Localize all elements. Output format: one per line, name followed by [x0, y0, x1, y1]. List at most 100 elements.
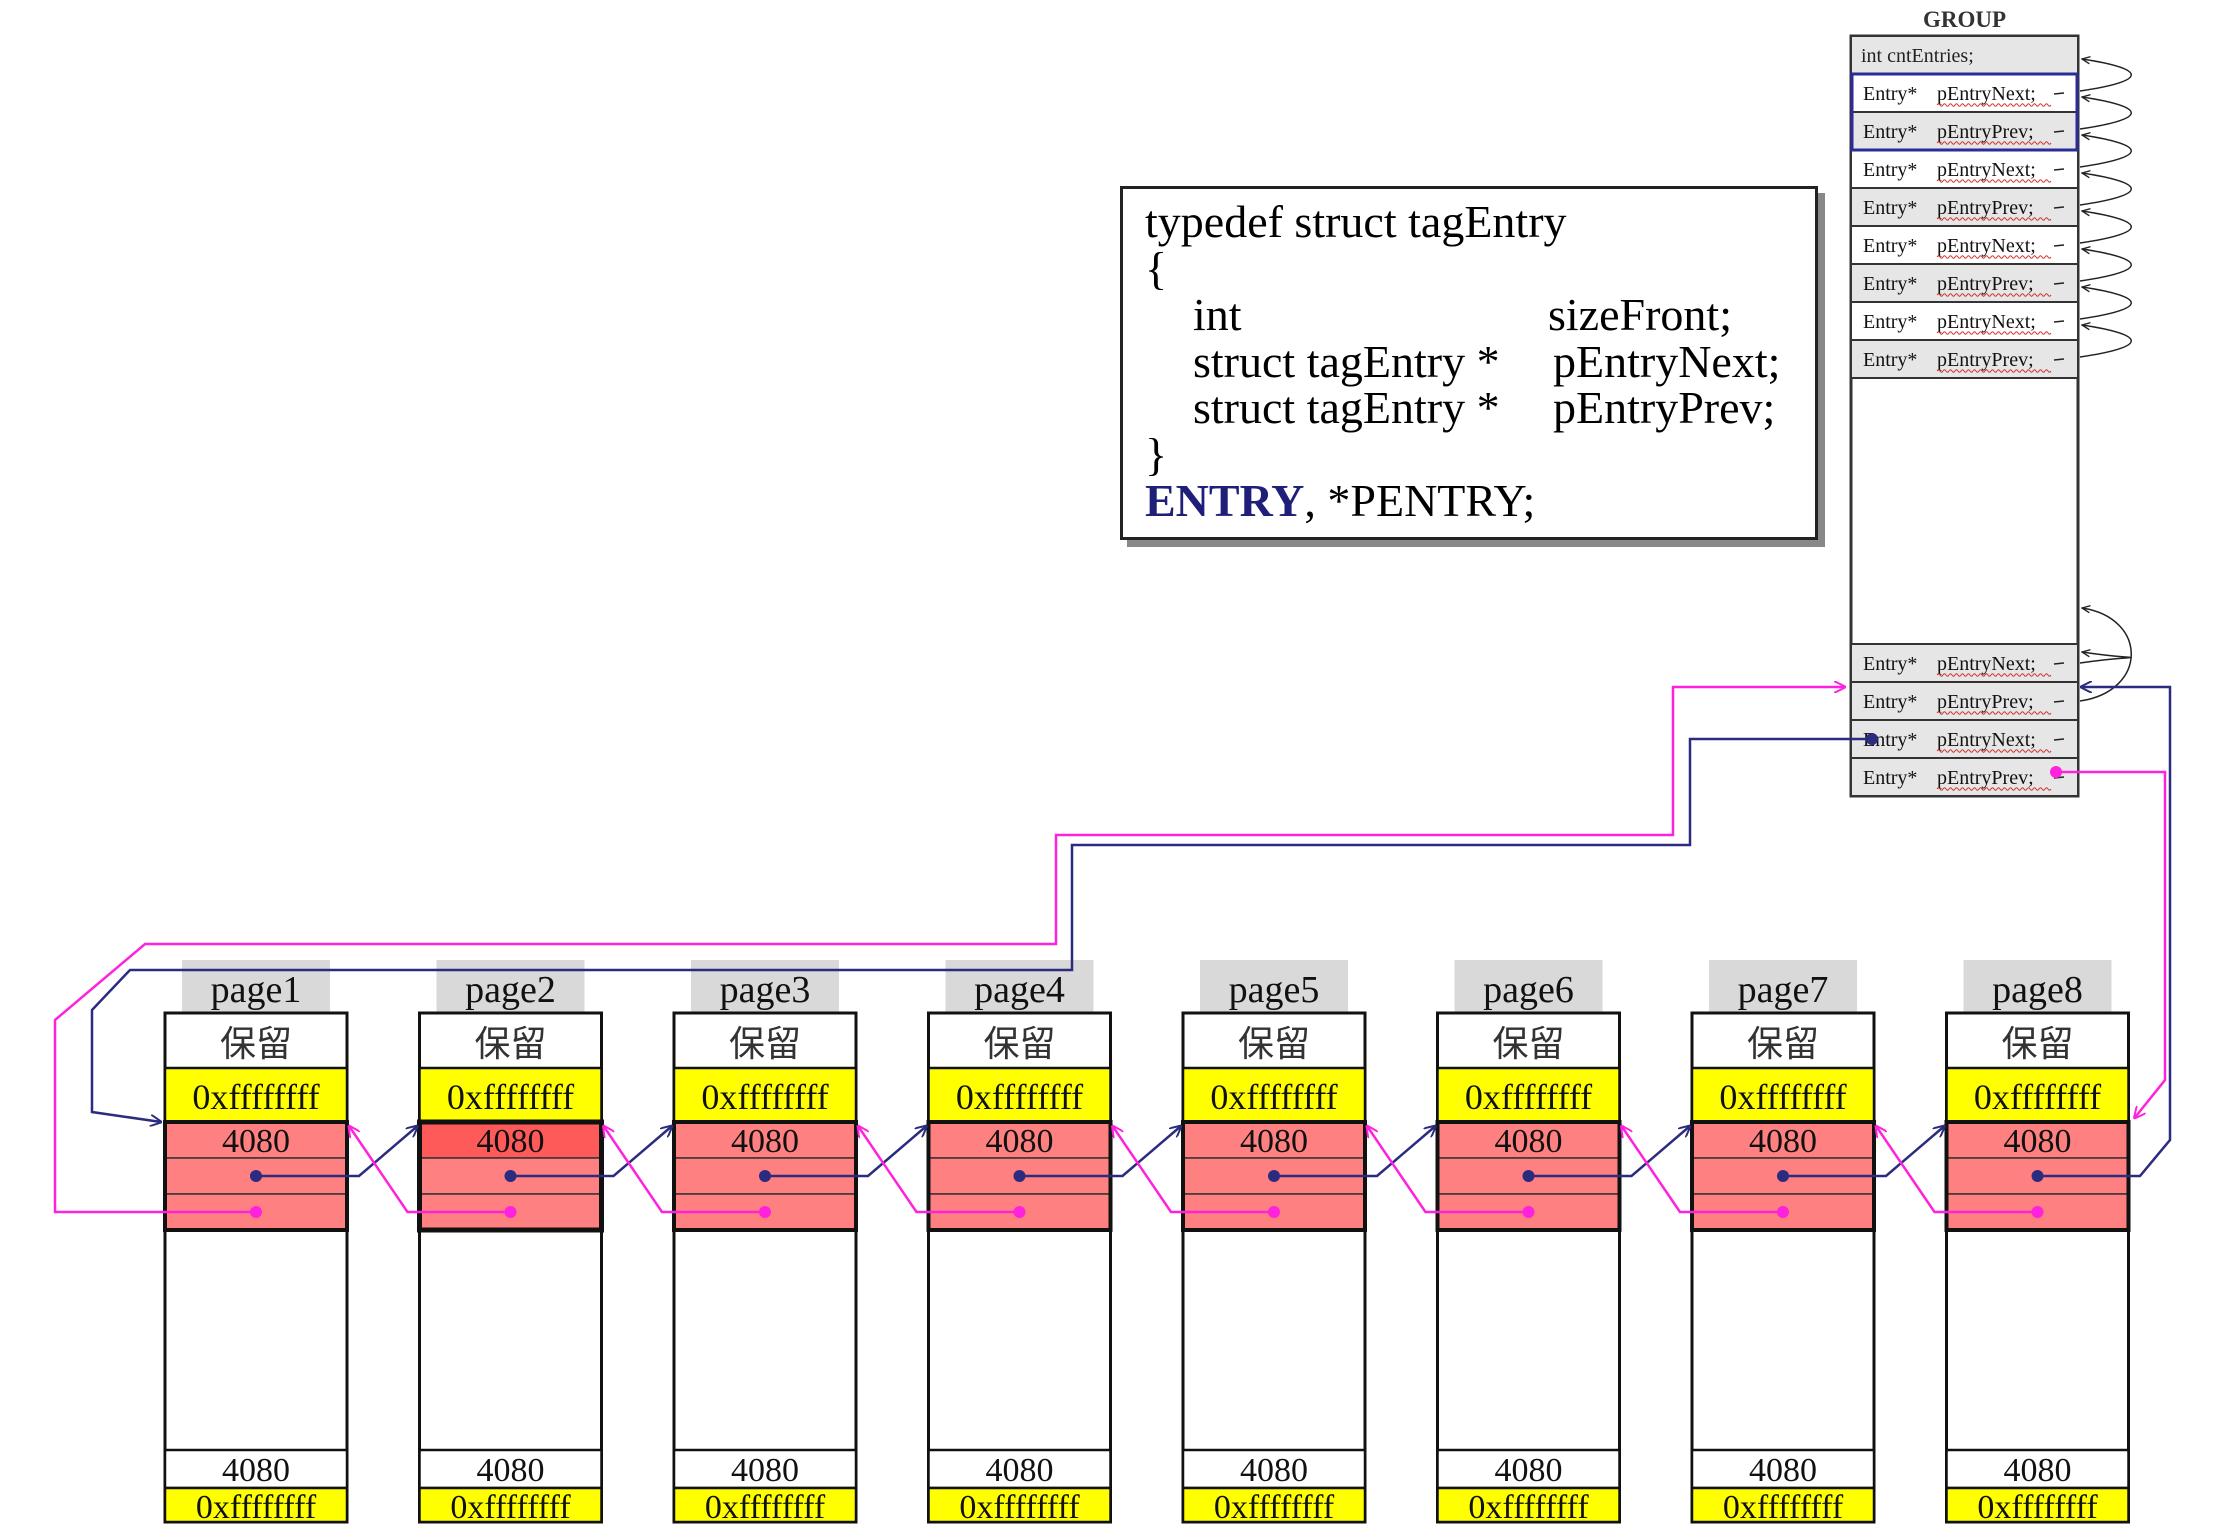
struct-line-typedef: typedef struct tagEntry — [1145, 196, 1567, 247]
next-link-4 — [1019, 1126, 1182, 1178]
slot-link-stub — [2053, 244, 2065, 247]
page-tail-size: 4080 — [477, 1452, 545, 1489]
page-entry-size: 4080 — [2004, 1123, 2072, 1160]
group-slot-field: pEntryPrev; — [1937, 121, 2034, 143]
page-tail-guard-cell — [1436, 1486, 1621, 1524]
typedef-name-entry: ENTRY — [1145, 475, 1305, 526]
group-slot-type: Entry* — [1863, 273, 1917, 295]
page-label-bg — [1454, 960, 1603, 1013]
spellcheck-underline — [1936, 749, 2052, 753]
page-entry-size: 4080 — [1749, 1123, 1817, 1160]
slot-link-stub — [2053, 738, 2065, 741]
next-link-group-to-page1 — [90, 737, 1872, 1122]
group-slot-field: pEntryPrev; — [1937, 349, 2034, 371]
page-guard-cell — [163, 1066, 349, 1124]
slot-link-stub — [2053, 206, 2065, 209]
page-guard-value: 0xffffffff — [701, 1077, 828, 1117]
next-link-6 — [1528, 1126, 1691, 1178]
struct-typedef-names: ENTRY, *PENTRY; — [1145, 475, 1815, 526]
group-slot-field: pEntryNext; — [1937, 729, 2036, 751]
page-entry-row-0 — [927, 1121, 1112, 1159]
page-reserved: 保留 — [1238, 1024, 1310, 1065]
page-reserved: 保留 — [2001, 1024, 2073, 1065]
group-slot-top-4 — [1850, 225, 2079, 265]
page-label: page3 — [720, 969, 811, 1011]
page-tail-guard-cell — [927, 1486, 1112, 1524]
slot-link-stub — [2053, 130, 2065, 133]
page-tail-guard: 0xffffffff — [196, 1489, 317, 1526]
page-label: page7 — [1738, 969, 1829, 1011]
prev-link-page1-to-group — [53, 687, 1845, 1214]
page-entry-row-0 — [1691, 1121, 1875, 1159]
slot-link-stub — [2053, 700, 2065, 703]
group-slot-field: pEntryPrev; — [1937, 197, 2034, 219]
page-tail-guard: 0xffffffff — [1723, 1489, 1844, 1526]
page-tail-guard-cell — [1945, 1486, 2130, 1524]
spellcheck-underline — [1936, 331, 2052, 335]
page-guard-value: 0xffffffff — [1465, 1077, 1592, 1117]
page-label: page8 — [1992, 969, 2083, 1011]
page-label-bg — [1963, 960, 2112, 1013]
page-tail-size-cell — [672, 1448, 858, 1490]
page-guard-value: 0xffffffff — [192, 1077, 319, 1117]
group-slot-type: Entry* — [1863, 159, 1917, 181]
group-self-loop-5 — [2079, 249, 2132, 282]
page-tail-guard-cell — [1181, 1486, 1367, 1524]
group-structure: GROUP int cntEntries; Entry* pEntryNext; Ent… — [1849, 7, 2132, 798]
link-arrows — [53, 687, 2172, 1214]
prev-link-6 — [1367, 1126, 1529, 1214]
group-slot-field: pEntryNext; — [1937, 235, 2036, 257]
slot-link-stub — [2053, 662, 2065, 665]
pages: page1保留0xffffffff408040800xffffffffpage2… — [163, 960, 2131, 1526]
next-link-7 — [1783, 1126, 1945, 1178]
group-header-field: int cntEntries; — [1861, 45, 1974, 67]
typedef-name-rest: , *PENTRY; — [1304, 475, 1536, 526]
page-label: page5 — [1229, 969, 1320, 1011]
slot-link-stub — [2053, 92, 2065, 95]
spellcheck-underline — [1936, 711, 2052, 715]
field-name-sizefront: sizeFront; — [1548, 289, 1732, 340]
struct-field-sizefront: int sizeFront; — [1145, 289, 1815, 340]
group-slot-field: pEntryPrev; — [1937, 767, 2034, 789]
slot-link-stub — [2053, 282, 2065, 285]
field-type-int: int — [1193, 289, 1242, 340]
page-tail-size-cell — [1181, 1448, 1367, 1490]
page-label-bg — [1200, 960, 1348, 1013]
group-slot-field: pEntryNext; — [1937, 83, 2036, 105]
slot-link-stub — [2053, 168, 2065, 171]
page-tail-size: 4080 — [986, 1452, 1054, 1489]
page-tail-guard: 0xffffffff — [1977, 1489, 2098, 1526]
page-tail-guard-cell — [672, 1486, 858, 1524]
page-tail-size: 4080 — [1749, 1452, 1817, 1489]
page-tail-guard: 0xffffffff — [959, 1489, 1080, 1526]
group-title: GROUP — [1923, 7, 2006, 32]
slot-link-stub — [2053, 320, 2065, 323]
group-self-loop-bottom-b — [2079, 652, 2132, 664]
page-guard-cell — [1945, 1066, 2130, 1124]
page-entry-size: 4080 — [1240, 1123, 1308, 1160]
page-tail-guard-cell — [163, 1486, 349, 1524]
group-self-loop-4 — [2079, 211, 2132, 244]
prev-link-4 — [858, 1126, 1020, 1214]
group-self-loop-0 — [2079, 59, 2132, 92]
spellcheck-underline — [1936, 103, 2052, 107]
page-entry-size: 4080 — [986, 1123, 1054, 1160]
page-reserved: 保留 — [729, 1024, 801, 1065]
next-link-3 — [765, 1126, 927, 1178]
group-slot-type: Entry* — [1863, 653, 1917, 675]
group-self-loop-7 — [2079, 325, 2132, 358]
page-guard-value: 0xffffffff — [956, 1077, 1083, 1117]
spellcheck-underline — [1936, 179, 2052, 183]
page-label: page1 — [211, 969, 302, 1011]
page-guard-cell — [1181, 1066, 1367, 1124]
group-slot-field: pEntryNext; — [1937, 653, 2036, 675]
group-self-loop-2 — [2079, 135, 2132, 168]
page-tail-size: 4080 — [222, 1452, 290, 1489]
